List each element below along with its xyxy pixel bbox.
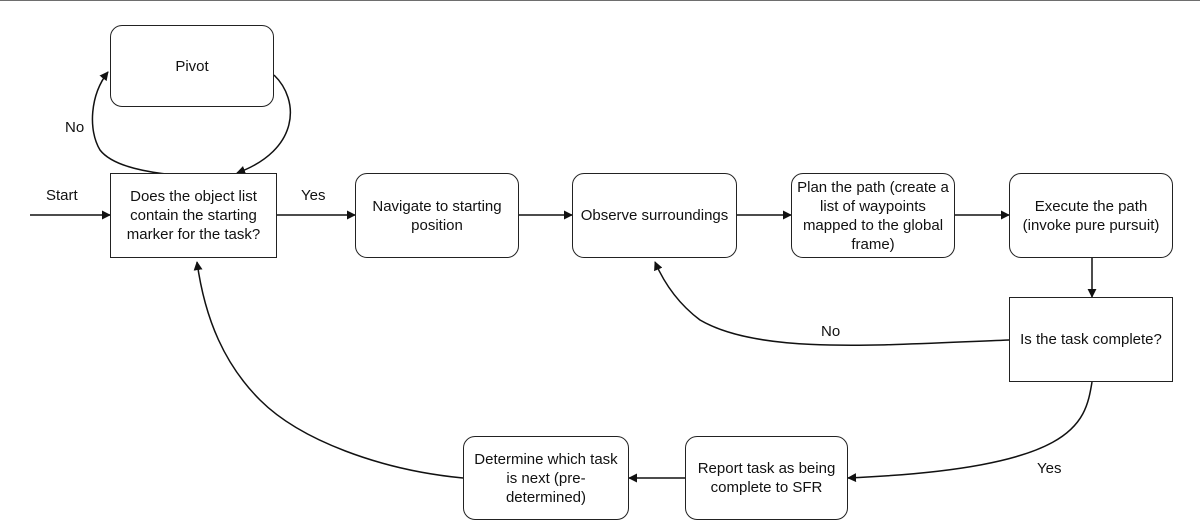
plan-node[interactable]: Plan the path (create a list of waypoint… (791, 173, 955, 258)
execute-node[interactable]: Execute the path (invoke pure pursuit) (1009, 173, 1173, 258)
start-label: Start (46, 187, 78, 204)
marker-no-label: No (65, 119, 85, 136)
complete-no-label: No (821, 323, 841, 340)
pivot-node[interactable]: Pivot (110, 25, 274, 107)
determine-next-task-node[interactable]: Determine which task is next (pre-determ… (463, 436, 629, 520)
edge-check-complete-to-observe (654, 261, 1010, 346)
marker-check-node[interactable]: Does the object list contain the startin… (110, 173, 277, 258)
task-complete-check-node[interactable]: Is the task complete? (1009, 297, 1173, 382)
marker-yes-label: Yes (301, 187, 326, 204)
observe-node[interactable]: Observe surroundings (572, 173, 737, 258)
report-node[interactable]: Report task as being complete to SFR (685, 436, 848, 520)
navigate-node[interactable]: Navigate to starting position (355, 173, 519, 258)
edge-check-complete-to-report (847, 381, 1093, 483)
top-border (0, 0, 1200, 1)
complete-yes-label: Yes (1037, 460, 1062, 477)
edge-determine-to-check (193, 261, 464, 479)
edge-pivot-to-check (236, 74, 292, 175)
